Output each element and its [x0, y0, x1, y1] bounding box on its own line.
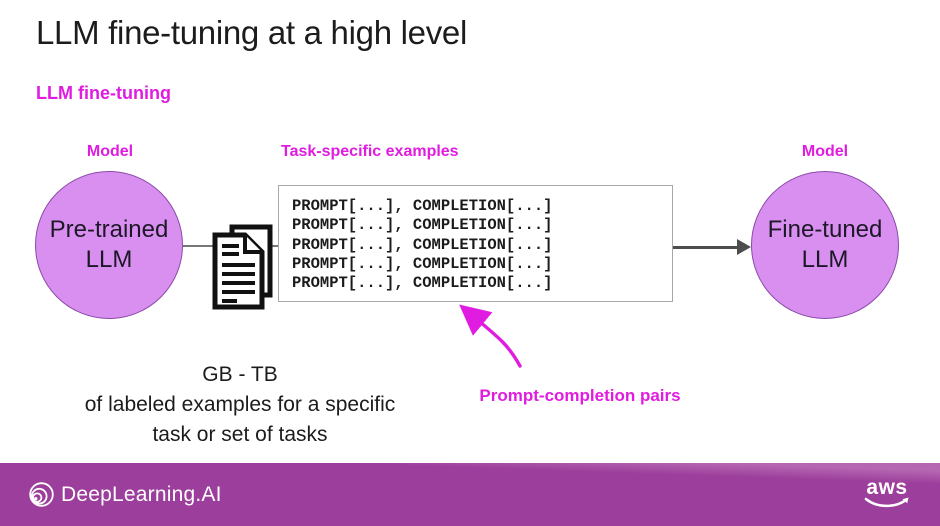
deeplearning-ai-wordmark: DeepLearning.AI [61, 482, 222, 506]
arrow-box-to-finetuned-head [737, 239, 751, 255]
task-specific-examples-label: Task-specific examples [281, 143, 459, 160]
pretrained-llm-label-line2: LLM [85, 246, 133, 273]
arrow-box-to-finetuned [673, 245, 739, 249]
deeplearning-ai-logo-icon [29, 482, 54, 507]
prompt-line: PROMPT[...], COMPLETION[...] [292, 235, 553, 254]
data-size-note-line3: task or set of tasks [152, 423, 328, 446]
connector-circle-to-document [183, 245, 213, 247]
data-size-note-line2: of labeled examples for a specific [84, 393, 396, 416]
data-size-note: GB - TB of labeled examples for a specif… [40, 360, 440, 450]
prompt-line: PROMPT[...], COMPLETION[...] [292, 197, 553, 215]
data-size-note-line1: GB - TB [202, 363, 278, 386]
prompt-line: PROMPT[...], COMPLETION[...] [292, 254, 553, 273]
finetuned-llm-label-line1: Fine-tuned [767, 216, 883, 243]
footer-bar: DeepLearning.AI aws [0, 463, 940, 526]
pretrained-llm-label-line1: Pre-trained [49, 216, 169, 243]
prompt-line: PROMPT[...], COMPLETION[...] [292, 274, 553, 293]
left-model-label: Model [86, 143, 134, 160]
finetuned-llm-label-line2: LLM [801, 246, 849, 273]
page-title: LLM fine-tuning at a high level [36, 14, 467, 51]
prompt-completion-pairs-label: Prompt-completion pairs [479, 386, 681, 405]
documents-icon [212, 224, 274, 310]
prompt-line: PROMPT[...], COMPLETION[...] [292, 216, 553, 235]
aws-wordmark: aws [866, 476, 908, 499]
curved-arrow-icon [445, 300, 540, 375]
pretrained-llm-node: Pre-trained LLM [35, 171, 183, 319]
connector-document-to-box [271, 245, 279, 247]
lesson-tag: LLM fine-tuning [36, 83, 171, 103]
aws-logo: aws [864, 476, 910, 510]
prompt-completion-box: PROMPT[...], COMPLETION[...] PROMPT[...]… [278, 185, 673, 302]
aws-smile-icon [864, 497, 909, 508]
deeplearning-ai-brand: DeepLearning.AI [28, 481, 222, 508]
right-model-label: Model [801, 143, 849, 160]
finetuned-llm-node: Fine-tuned LLM [751, 171, 899, 319]
